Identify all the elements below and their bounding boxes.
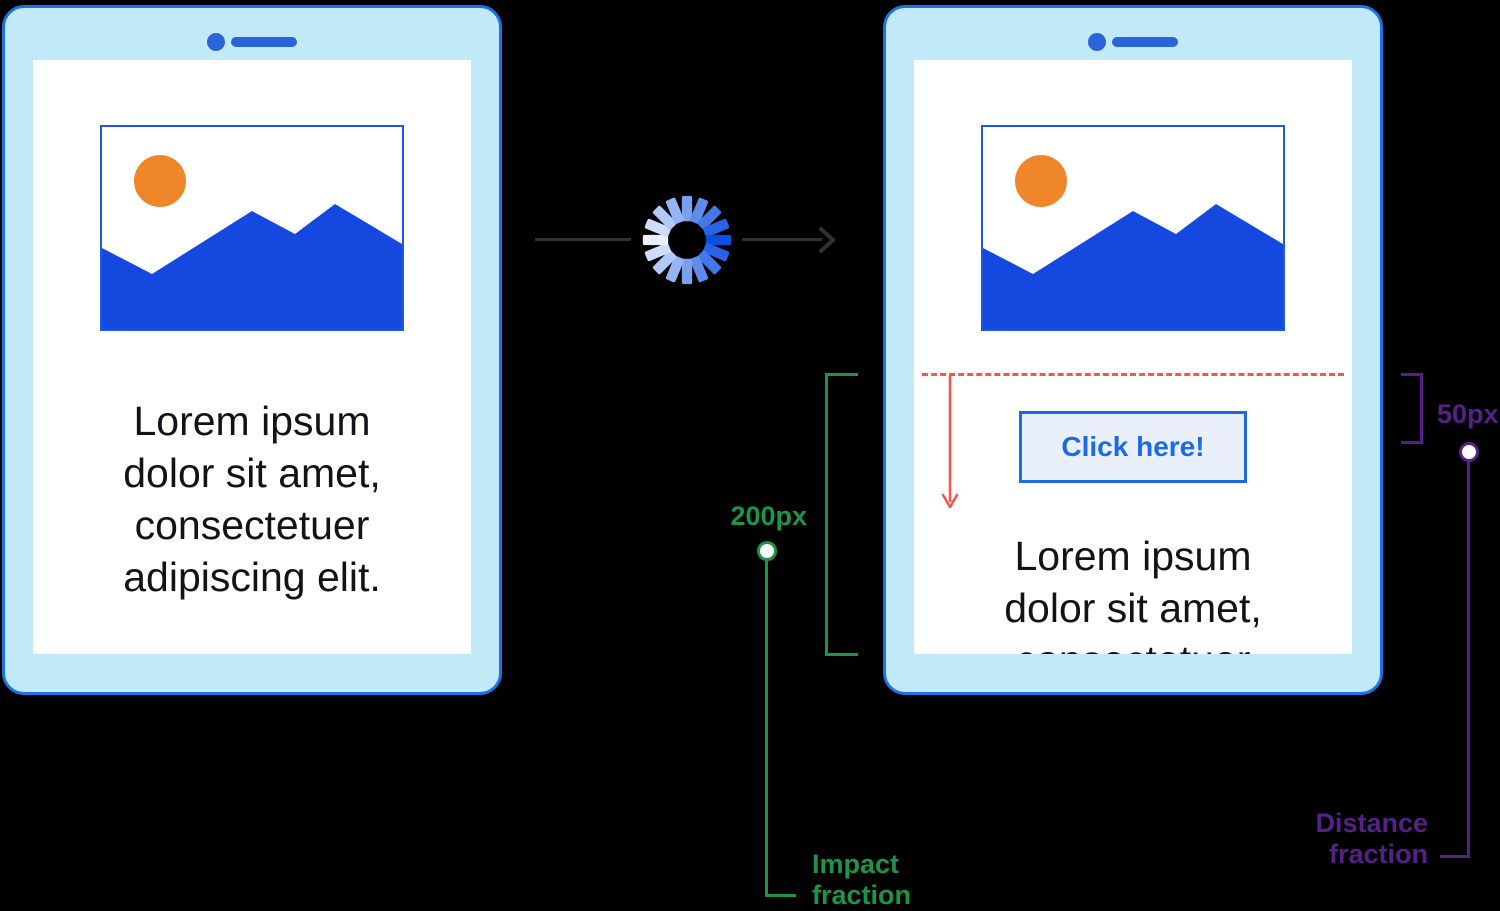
impact-leader-hline xyxy=(766,894,796,897)
image-placeholder xyxy=(100,125,404,331)
shift-down-arrow-icon xyxy=(942,376,959,509)
body-text-line: Lorem ipsum xyxy=(1014,533,1252,579)
distance-leader-vline xyxy=(1467,461,1470,858)
impact-value-label: 200px xyxy=(730,501,807,531)
placeholder-image-graphic xyxy=(102,155,402,329)
device-before: Lorem ipsum dolor sit amet, consectetuer… xyxy=(2,5,502,695)
impact-leader-vline xyxy=(765,560,768,897)
sun-icon xyxy=(134,155,186,207)
body-text: Lorem ipsum dolor sit amet, consectetuer… xyxy=(33,395,471,603)
distance-bracket xyxy=(1401,373,1423,444)
sun-icon xyxy=(1015,155,1067,207)
placeholder-image-graphic xyxy=(983,155,1283,329)
body-text-line: consectetuer xyxy=(134,502,370,548)
device-after: Click here! Lorem ipsum dolor sit amet, … xyxy=(883,5,1383,695)
distance-value-label: 50px xyxy=(1437,399,1499,429)
connector-line-right xyxy=(742,238,822,241)
button-label: Click here! xyxy=(1061,431,1205,462)
device-before-screen: Lorem ipsum dolor sit amet, consectetuer… xyxy=(33,60,471,654)
distance-caption: Distance fraction xyxy=(1315,808,1428,869)
body-text-line: dolor sit amet, xyxy=(1004,585,1262,631)
camera-dot-icon xyxy=(207,33,225,51)
body-text-line: dolor sit amet, xyxy=(123,450,381,496)
impact-bracket xyxy=(825,373,858,656)
distance-leader-dot xyxy=(1459,442,1479,462)
mountains-icon xyxy=(102,204,402,329)
body-text: Lorem ipsum dolor sit amet, consectetuer xyxy=(914,530,1352,654)
device-after-screen: Click here! Lorem ipsum dolor sit amet, … xyxy=(914,60,1352,654)
mountains-icon xyxy=(983,204,1283,329)
click-here-button[interactable]: Click here! xyxy=(1019,411,1247,483)
image-placeholder xyxy=(981,125,1285,331)
previous-position-dashed-line xyxy=(922,373,1344,376)
loading-spinner-icon xyxy=(642,195,732,285)
impact-leader-dot xyxy=(757,541,777,561)
speaker-bar-icon xyxy=(1112,37,1178,47)
arrow-right-icon xyxy=(819,227,835,253)
camera-dot-icon xyxy=(1088,33,1106,51)
impact-caption: Impact fraction xyxy=(812,849,912,910)
connector-line-left xyxy=(535,238,631,241)
body-text-line: adipiscing elit. xyxy=(123,554,381,600)
speaker-bar-icon xyxy=(231,37,297,47)
body-text-line: consectetuer xyxy=(914,634,1352,654)
distance-leader-hline xyxy=(1440,855,1469,858)
body-text-line: Lorem ipsum xyxy=(133,398,371,444)
